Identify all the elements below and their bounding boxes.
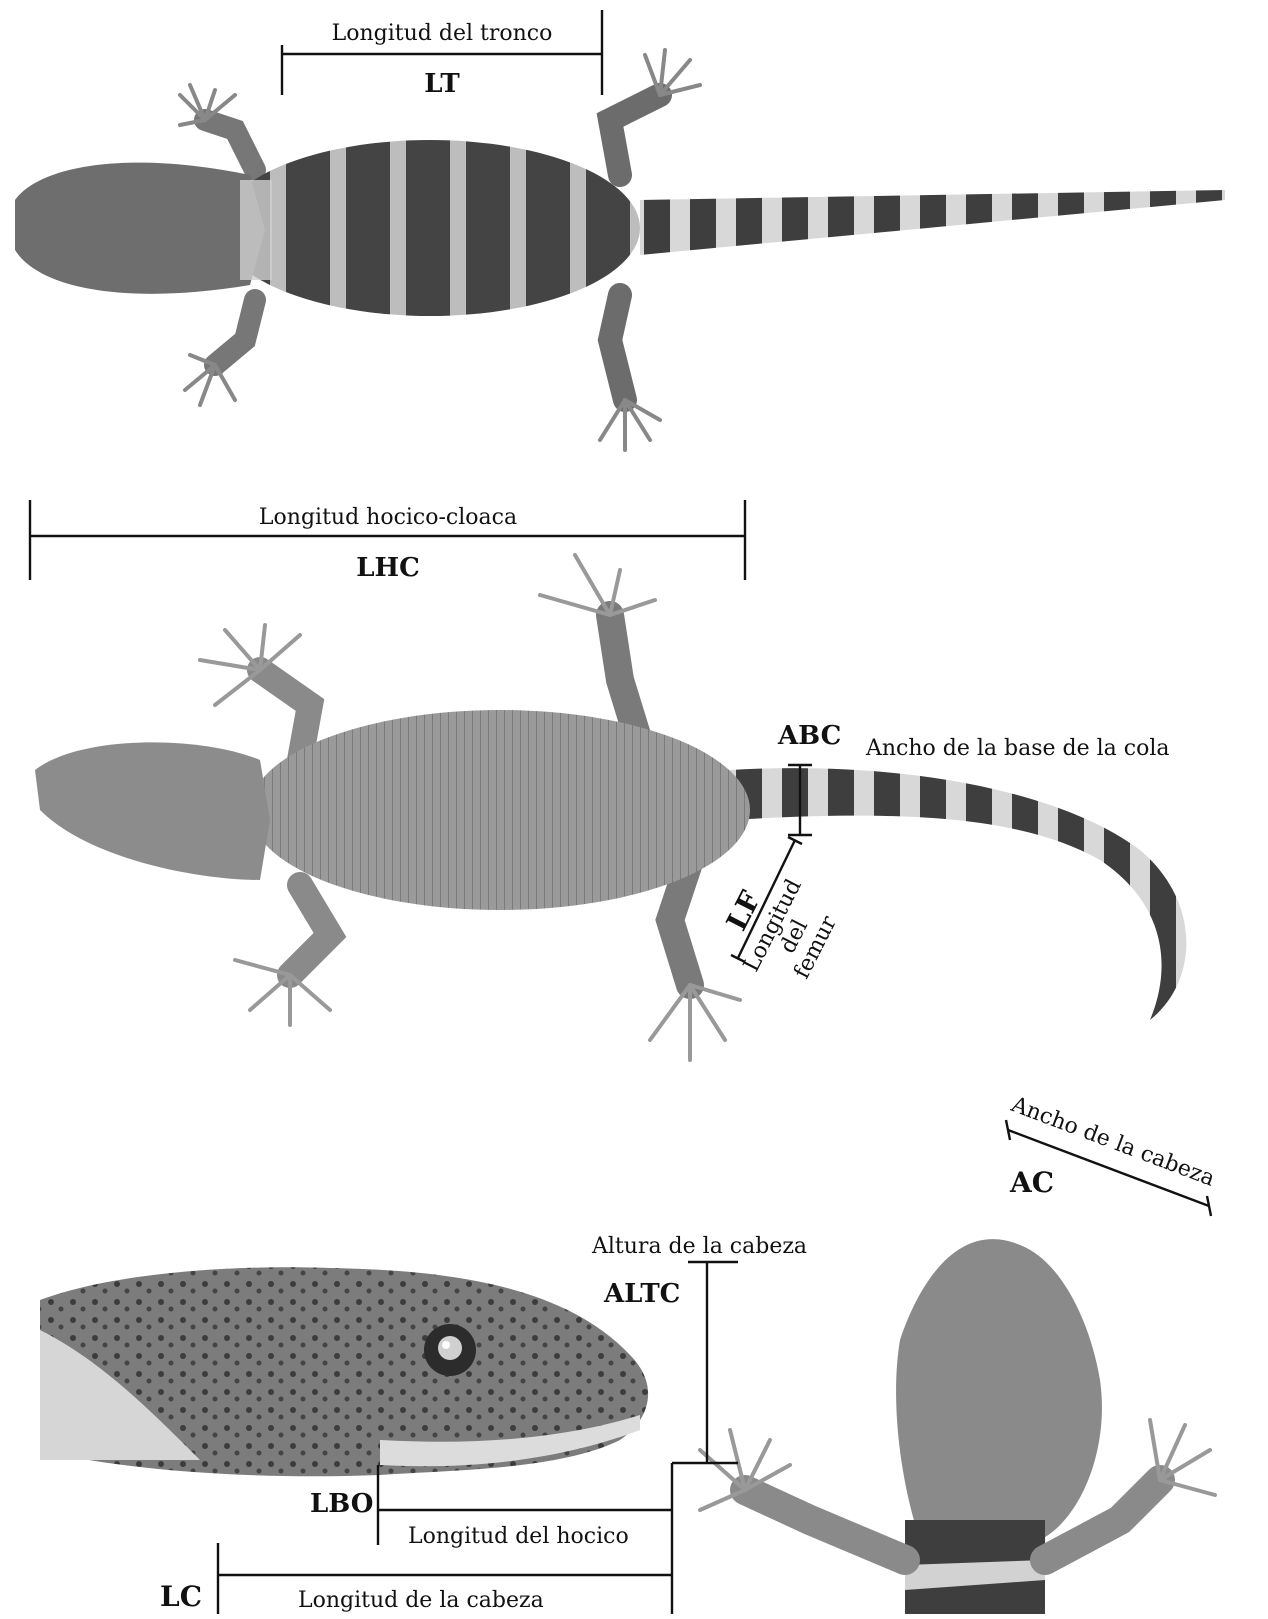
lt-abbr-label: LT	[424, 69, 460, 99]
lizard-dorsal-photo	[15, 50, 1225, 450]
lhc-abbr-label: LHC	[356, 553, 420, 583]
altc-abbr-label: ALTC	[603, 1279, 680, 1309]
abc-name-label: Ancho de la base de la cola	[865, 736, 1170, 761]
lc-abbr-label: LC	[160, 1580, 202, 1613]
lc-name-label: Longitud de la cabeza	[298, 1588, 544, 1613]
lt-name-label: Longitud del tronco	[332, 21, 553, 46]
head-lateral-photo	[40, 1267, 648, 1476]
lf-label-group: LF Longitud del femur	[706, 859, 850, 998]
altc-name-label: Altura de la cabeza	[591, 1234, 807, 1259]
lbo-name-label: Longitud del hocico	[408, 1524, 629, 1549]
lizard-ventral-photo	[35, 555, 1186, 1060]
lbo-abbr-label: LBO	[310, 1489, 373, 1519]
abc-abbr-label: ABC	[777, 721, 841, 751]
ac-abbr-label: AC	[1009, 1166, 1054, 1199]
head-dorsal-photo	[700, 1239, 1215, 1614]
lhc-name-label: Longitud hocico-cloaca	[259, 505, 517, 530]
